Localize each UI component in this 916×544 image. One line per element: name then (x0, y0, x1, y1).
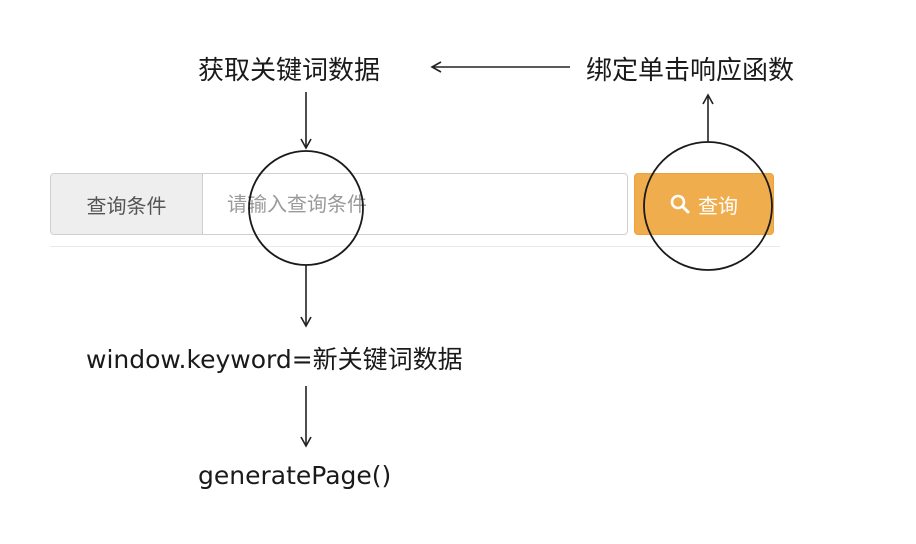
assign-keyword-node: window.keyword=新关键词数据 (86, 345, 463, 374)
bind-handler-node: 绑定单击响应函数 (586, 56, 795, 86)
search-input[interactable] (203, 174, 627, 234)
get-keyword-node: 获取关键词数据 (198, 56, 381, 86)
generate-page-node: generatePage() (198, 461, 392, 490)
divider (50, 246, 780, 247)
search-icon (670, 194, 690, 214)
search-input-group: 查询条件 (50, 173, 628, 235)
query-button-label: 查询 (698, 193, 738, 218)
search-addon-label: 查询条件 (51, 174, 203, 234)
query-button[interactable]: 查询 (634, 173, 774, 235)
